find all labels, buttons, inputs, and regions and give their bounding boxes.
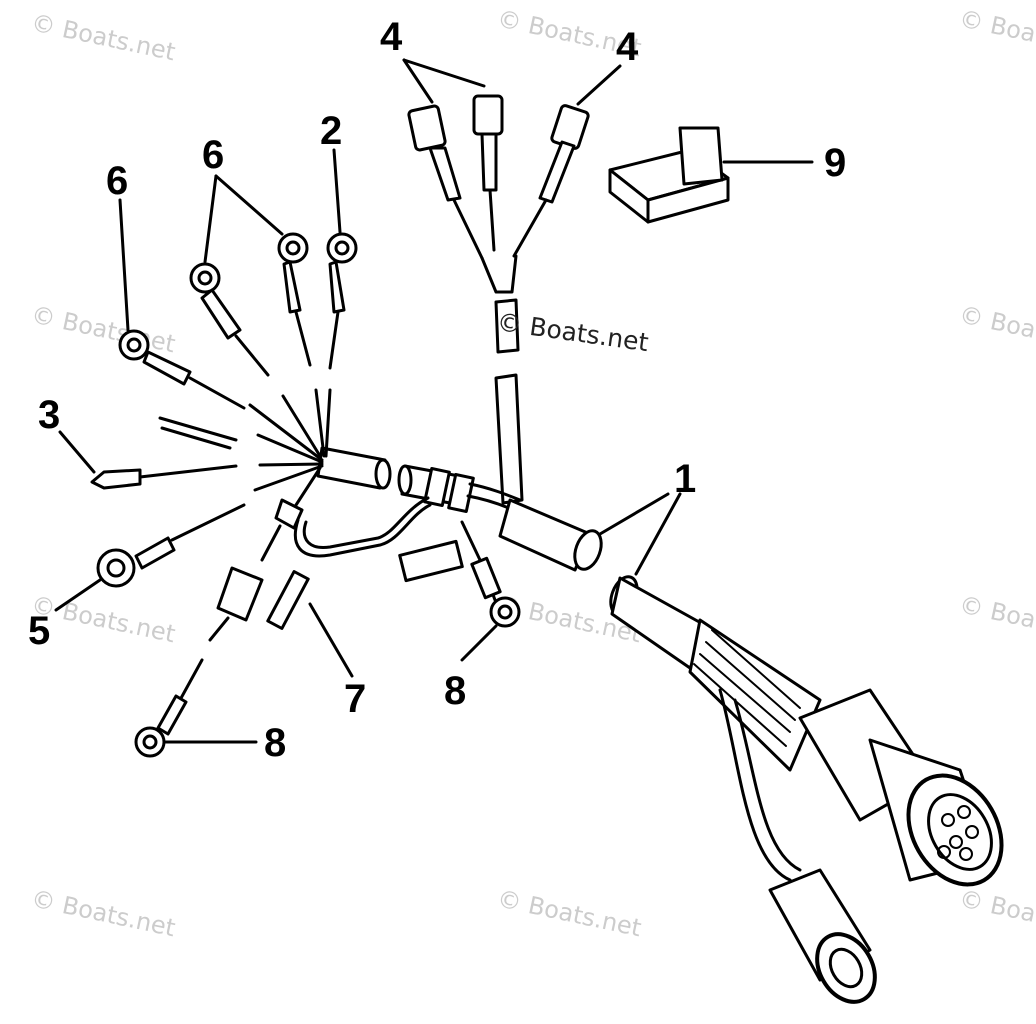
callout-7: 7: [344, 677, 366, 721]
watermark: © Boats.net: [957, 590, 1036, 648]
callout-4b: 4: [616, 25, 639, 69]
callout-6b: 6: [202, 133, 224, 177]
callout-6a: 6: [106, 159, 128, 203]
callout-8a: 8: [444, 669, 466, 713]
leader-lines: [54, 58, 814, 744]
top-connectors: [407, 94, 590, 294]
callout-4a: 4: [380, 15, 403, 59]
callout-2: 2: [320, 109, 342, 153]
watermark: © Boats.net: [957, 300, 1036, 358]
wire-fan: [90, 232, 358, 758]
plug-block: [608, 126, 730, 224]
watermark: © Boats.net: [29, 884, 178, 942]
watermark: © Boats.net: [957, 4, 1036, 62]
watermark: © Boats.net: [29, 590, 178, 648]
watermark: © Boats.net: [495, 884, 644, 942]
watermark: © Boats.net: [29, 8, 178, 66]
callout-9: 9: [824, 141, 846, 185]
callout-8b: 8: [264, 721, 286, 765]
watermark: © Boats.net: [957, 884, 1036, 942]
callout-3: 3: [38, 393, 60, 437]
watermark: © Boats.net: [29, 300, 178, 358]
callouts: 1 2 3 4 4 5 6 6 7 8 8 9: [28, 15, 846, 765]
callout-5: 5: [28, 609, 50, 653]
main-harness: [293, 298, 1004, 1004]
callout-1: 1: [674, 457, 696, 501]
